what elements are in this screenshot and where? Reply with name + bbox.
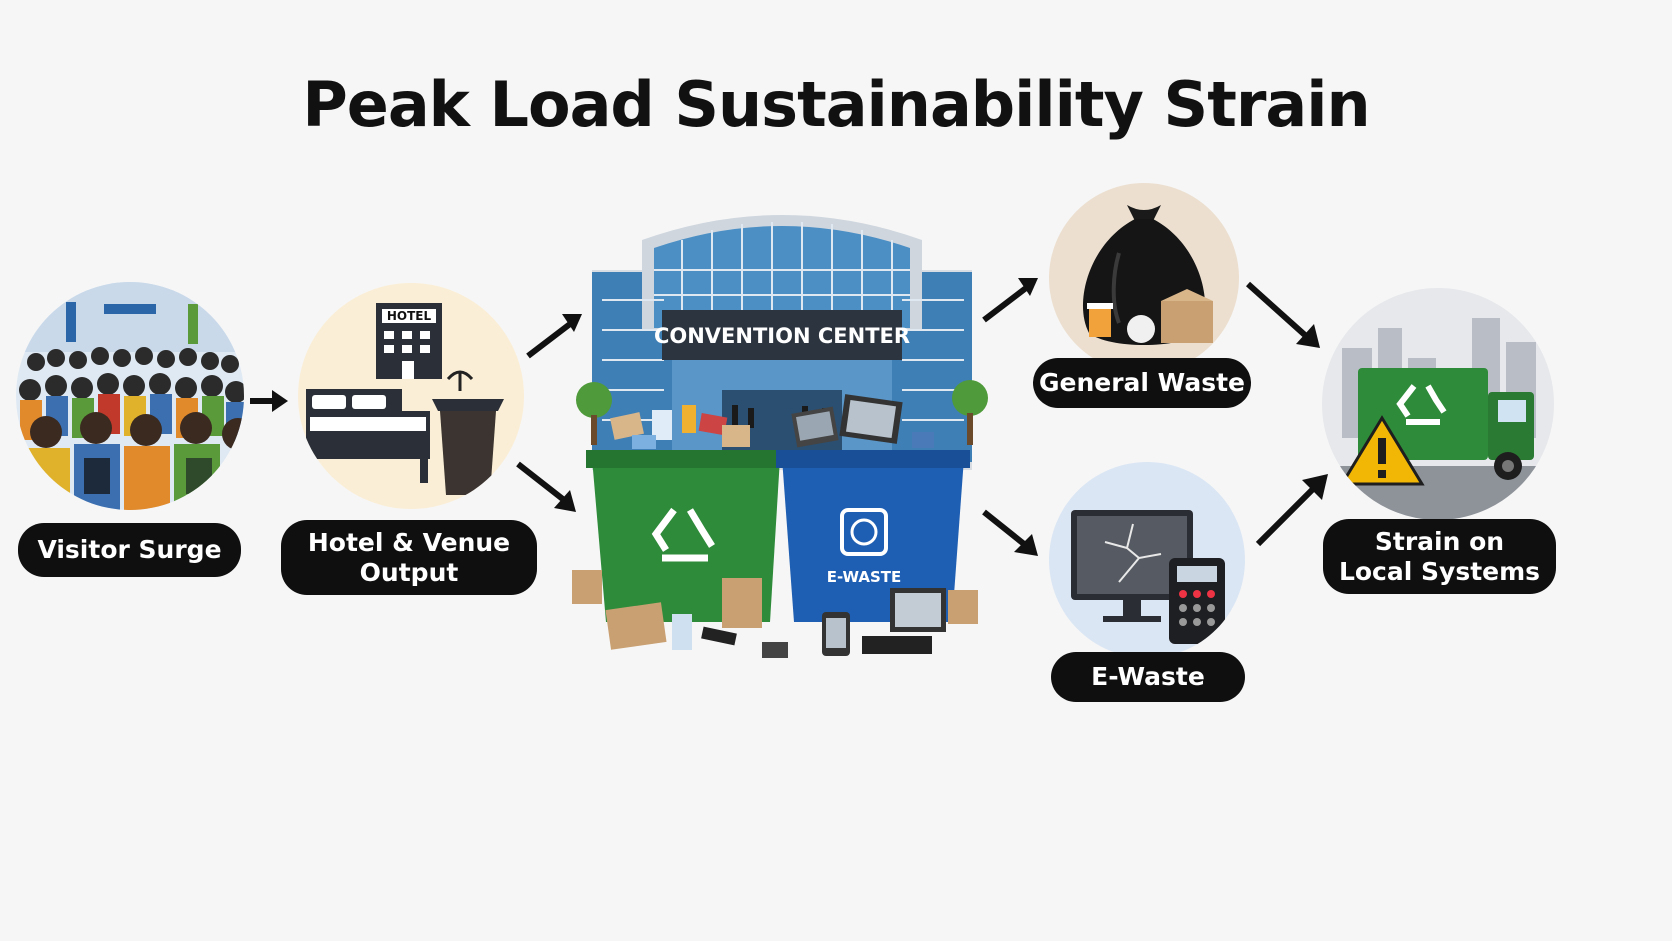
visitor-surge-illustration (16, 282, 244, 510)
arrow-convention-to-e-waste (982, 509, 1038, 556)
convention-center-sign: CONVENTION CENTER (654, 324, 910, 348)
arrow-e-waste-to-strain (1255, 474, 1328, 547)
e-waste-label: E-Waste (1051, 652, 1245, 702)
e-waste-illustration (1049, 462, 1245, 658)
general-waste-label: General Waste (1033, 358, 1251, 408)
strain-illustration (1322, 288, 1554, 520)
diagram-title: Peak Load Sustainability Strain (302, 68, 1370, 141)
visitor-surge-label: Visitor Surge (18, 523, 241, 577)
convention-center-illustration: CONVENTION CENTER (572, 210, 992, 685)
hotel-sign-text: HOTEL (387, 309, 432, 323)
arrow-hotel-to-bins-down (516, 461, 576, 512)
strain-label: Strain on Local Systems (1323, 519, 1556, 594)
e-waste-bin-label: E-WASTE (827, 568, 902, 586)
arrow-visitor-to-hotel (250, 390, 288, 412)
general-waste-illustration (1049, 183, 1239, 373)
hotel-venue-illustration: HOTEL (298, 283, 524, 509)
arrow-convention-to-general-waste (982, 278, 1038, 323)
arrow-general-waste-to-strain (1245, 281, 1320, 348)
arrow-hotel-to-convention-up (526, 314, 582, 359)
hotel-venue-label: Hotel & Venue Output (281, 520, 537, 595)
